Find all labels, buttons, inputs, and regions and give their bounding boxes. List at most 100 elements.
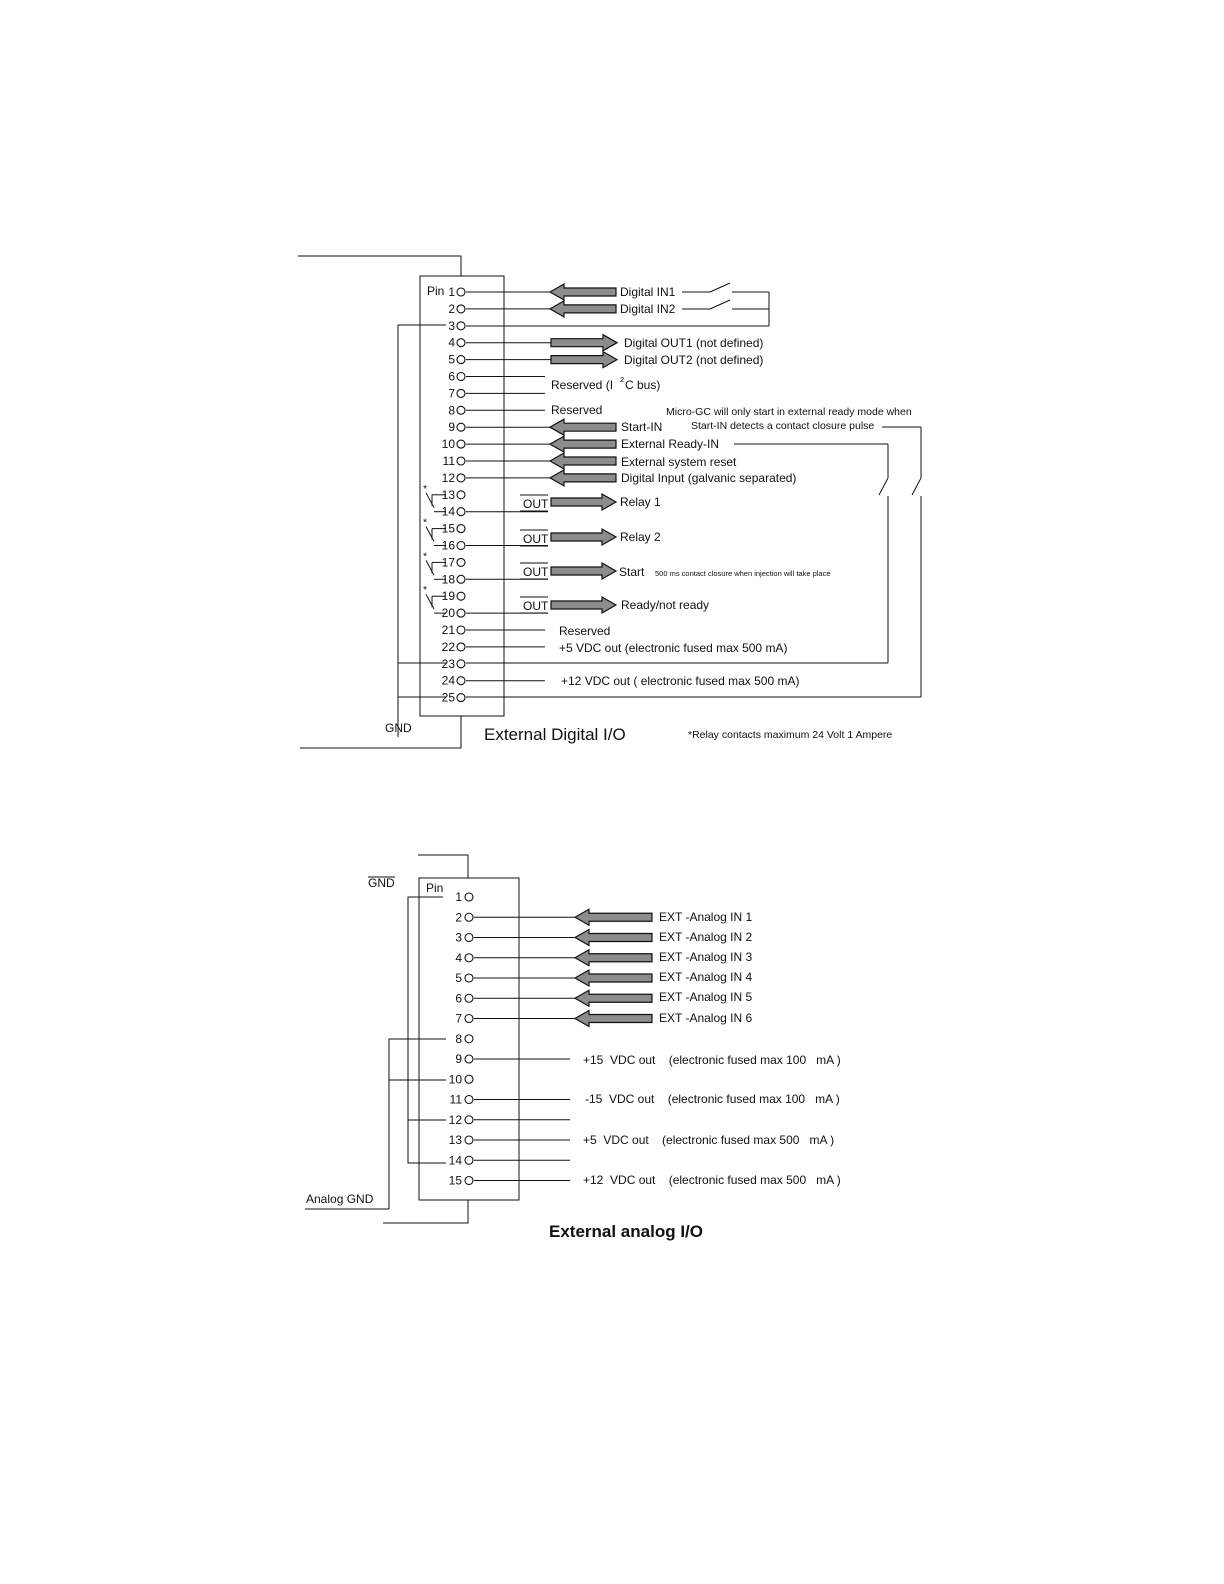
arrow-external-system-reset xyxy=(548,451,617,471)
digital-pin-20-number: 20 xyxy=(442,606,456,620)
relay-star-17: * xyxy=(423,550,427,562)
out-label-relay1: OUT xyxy=(523,497,549,511)
label-reserved-i2c-b: C bus) xyxy=(625,378,660,392)
analog-pin-14-circle xyxy=(464,1155,474,1165)
analog-pin-5-number: 5 xyxy=(455,971,462,985)
digital-pin-17-number: 17 xyxy=(442,555,456,569)
out-label-start: OUT xyxy=(523,565,549,579)
digital-ext-ready-wiring xyxy=(466,426,922,698)
digital-pin-7-circle xyxy=(456,388,466,398)
digital-pin-1-circle xyxy=(456,287,466,297)
arrow-digital-out1 xyxy=(550,333,619,352)
label-ext-analog-in-3: EXT -Analog IN 3 xyxy=(659,950,752,964)
out-label-relay2: OUT xyxy=(523,532,549,546)
label-plus12-vdc: +12 VDC out ( electronic fused max 500 m… xyxy=(561,674,799,688)
label-relay2: Relay 2 xyxy=(620,530,661,544)
label-digital-out2: Digital OUT2 (not defined) xyxy=(624,353,763,367)
digital-io-diagram: Pin 123456789101112131415161718192021222… xyxy=(298,255,922,749)
analog-pin-3-circle xyxy=(464,932,474,943)
analog-pin-12-circle xyxy=(464,1115,474,1125)
digital-pin-4-circle xyxy=(456,338,466,348)
digital-pin-18-circle xyxy=(456,574,466,584)
digital-pin-25-number: 25 xyxy=(442,691,456,705)
digital-pin-16-number: 16 xyxy=(442,539,456,553)
analog-frame-top xyxy=(418,854,469,878)
analog-pin-4-number: 4 xyxy=(455,951,462,965)
analog-pin-7-number: 7 xyxy=(455,1012,462,1026)
digital-pin-20-circle xyxy=(456,608,466,618)
digital-pin-5-circle xyxy=(456,355,466,365)
arrow-external-ready-in xyxy=(548,435,617,454)
analog-signal-lines xyxy=(474,916,576,1181)
digital-pin-circles xyxy=(456,287,466,703)
analog-gnd-ground-label: Analog GND xyxy=(306,1192,374,1206)
analog-pin-15-number: 15 xyxy=(449,1174,463,1188)
note-micro-gc-line2: Start-IN detects a contact closure pulse xyxy=(691,420,874,432)
digital-pin-19-number: 19 xyxy=(442,589,456,603)
label-start: Start xyxy=(619,565,645,579)
analog-pin-9-number: 9 xyxy=(455,1052,462,1066)
label-plus15-vdc: +15 VDC out (electronic fused max 100 mA… xyxy=(583,1053,841,1067)
label-reserved-8: Reserved xyxy=(551,403,602,417)
analog-pin-1-circle xyxy=(464,892,474,902)
arrow-ext-analog-in-1 xyxy=(573,908,653,927)
digital-out-labels: OUT OUT OUT OUT xyxy=(520,494,549,614)
label-reserved-i2c-a: Reserved (I xyxy=(551,378,613,392)
analog-frame-bottom xyxy=(383,1200,469,1224)
digital-pin-14-number: 14 xyxy=(442,505,456,519)
analog-arrows xyxy=(573,908,653,1028)
label-ext-analog-in-6: EXT -Analog IN 6 xyxy=(659,1011,752,1025)
arrow-digital-input xyxy=(548,468,617,487)
digital-title: External Digital I/O xyxy=(484,725,626,744)
digital-pin-24-number: 24 xyxy=(442,674,456,688)
analog-pin-6-number: 6 xyxy=(455,991,462,1005)
analog-title: External analog I/O xyxy=(549,1222,703,1241)
digital-pin-13-circle xyxy=(456,490,466,500)
digital-pin-23-number: 23 xyxy=(442,657,456,671)
digital-frame-bottom xyxy=(300,716,462,749)
digital-relay-contacts: **** xyxy=(423,483,446,614)
label-relay1: Relay 1 xyxy=(620,495,661,509)
label-ext-analog-in-4: EXT -Analog IN 4 xyxy=(659,970,752,984)
digital-pin-6-number: 6 xyxy=(448,370,455,384)
analog-pin-9-circle xyxy=(464,1054,474,1064)
analog-pin-2-circle xyxy=(464,912,474,922)
analog-pin-6-circle xyxy=(464,993,474,1003)
digital-pin-9-number: 9 xyxy=(448,420,455,434)
analog-pin-13-circle xyxy=(464,1135,474,1145)
digital-pin-15-number: 15 xyxy=(442,522,456,536)
analog-pin-11-circle xyxy=(464,1094,474,1105)
arrow-ext-analog-in-4 xyxy=(573,968,653,988)
digital-pin-8-circle xyxy=(456,405,466,415)
analog-pin-1-number: 1 xyxy=(455,890,462,904)
label-digital-in2: Digital IN2 xyxy=(620,302,676,316)
arrow-ext-analog-in-3 xyxy=(573,948,653,967)
digital-pin-13-number: 13 xyxy=(442,488,456,502)
digital-pin-16-circle xyxy=(456,540,466,551)
arrow-digital-out2 xyxy=(550,350,619,369)
label-ext-analog-in-1: EXT -Analog IN 1 xyxy=(659,910,752,924)
arrow-digital-in1 xyxy=(548,282,617,302)
label-plus5-vdc-analog: +5 VDC out (electronic fused max 500 mA … xyxy=(583,1133,834,1147)
arrow-relay1 xyxy=(550,492,618,512)
label-minus15-vdc: -15 VDC out (electronic fused max 100 mA… xyxy=(585,1092,840,1106)
digital-pin-8-number: 8 xyxy=(448,403,455,417)
label-start-in: Start-IN xyxy=(621,420,662,434)
arrow-ext-analog-in-6 xyxy=(573,1009,653,1028)
digital-pin-5-number: 5 xyxy=(448,353,455,367)
digital-pin-3-circle xyxy=(456,321,466,331)
digital-pin-18-number: 18 xyxy=(442,572,456,586)
arrow-start xyxy=(550,561,618,581)
label-plus12-vdc-analog: +12 VDC out (electronic fused max 500 mA… xyxy=(583,1173,841,1187)
digital-connector-body xyxy=(419,275,505,717)
digital-pin-9-circle xyxy=(456,422,466,432)
digital-pin-21-circle xyxy=(456,625,466,635)
analog-pin-8-circle xyxy=(464,1034,474,1044)
label-digital-out1: Digital OUT1 (not defined) xyxy=(624,336,763,350)
digital-pin-19-circle xyxy=(456,591,466,601)
digital-pin-prefix: Pin xyxy=(427,284,444,298)
analog-labels: EXT -Analog IN 1 EXT -Analog IN 2 EXT -A… xyxy=(583,910,841,1187)
